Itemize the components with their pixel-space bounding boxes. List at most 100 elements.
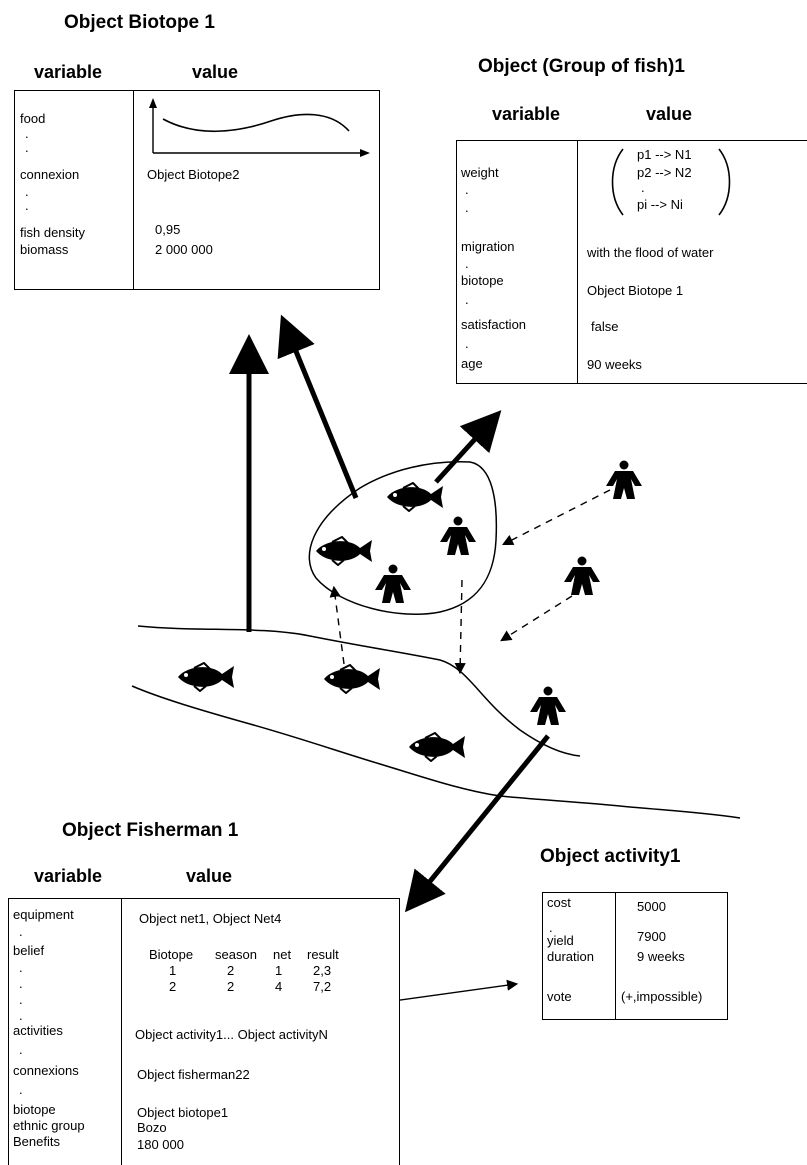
fish-icon (387, 482, 443, 512)
fish-group-title: Object (Group of fish)1 (478, 56, 685, 77)
ellipsis-dot: . (549, 920, 553, 935)
fish-icon (409, 732, 465, 762)
fish-group-value-header: value (646, 104, 693, 124)
arrow-pond-to-biotope (277, 314, 359, 499)
fisherman-value-header: value (186, 866, 233, 886)
fish-val-migration: with the flood of water (587, 245, 714, 260)
ellipsis-dot: . (25, 198, 29, 213)
biotope-val-biomass: 2 000 000 (155, 242, 213, 257)
biotope-val-connexion: Object Biotope2 (147, 167, 240, 182)
ellipsis-dot: . (19, 960, 23, 975)
arrow-fish-to-group (434, 410, 502, 484)
fisher-val-ethnic-group: Bozo (137, 1120, 167, 1135)
ellipsis-dot: . (465, 256, 469, 271)
fisherman-icon (606, 460, 642, 499)
fisherman-variable-header: variable (34, 866, 103, 886)
biotope-value-header: value (192, 62, 239, 82)
fisher-var-benefits: Benefits (13, 1134, 60, 1149)
fish-var-satisfaction: satisfaction (461, 317, 527, 332)
ellipsis-dot: . (465, 200, 469, 215)
fisher-val-benefits: 180 000 (137, 1137, 184, 1152)
belief-header-season: season (215, 947, 257, 962)
activity-val-cost: 5000 (637, 899, 666, 914)
fish-icon (324, 664, 380, 694)
belief-cell: 2,3 (313, 963, 332, 978)
belief-header-net: net (273, 947, 292, 962)
food-curve-graph (149, 98, 370, 157)
fisherman-table: equipment . belief . . . . activities . … (8, 898, 400, 1165)
ellipsis-dot: . (465, 182, 469, 197)
fish-val-age: 90 weeks (587, 357, 642, 372)
ellipsis-dot: . (25, 126, 29, 141)
dashed-arrow-2 (500, 595, 573, 642)
biotope-divider (133, 91, 134, 289)
belief-header-result: result (307, 947, 339, 962)
fisherman-divider (121, 899, 122, 1165)
ellipsis-dot: . (465, 292, 469, 307)
arrow-fisherman-to-object (404, 734, 550, 913)
ellipsis-dot: . (19, 1042, 23, 1057)
activity-table: cost . yield duration vote 5000 7900 9 w… (542, 892, 728, 1020)
belief-cell: 7,2 (313, 979, 332, 994)
fisher-var-biotope: biotope (13, 1102, 56, 1117)
fisher-var-ethnic-group: ethnic group (13, 1118, 85, 1133)
pond-outline (308, 460, 498, 615)
ellipsis-dot: . (465, 336, 469, 351)
activity-val-vote: (+,impossible) (621, 989, 703, 1004)
ellipsis-dot: . (19, 1082, 23, 1097)
belief-cell: 2 (227, 979, 235, 994)
weight-line-1: p1 --> N1 (637, 147, 692, 162)
fisher-var-activities: activities (13, 1023, 63, 1038)
weight-line-2: p2 --> N2 (637, 165, 692, 180)
weight-line-4: pi --> Ni (637, 197, 683, 212)
biotope-variable-header: variable (34, 62, 103, 82)
weight-line-3: . (641, 180, 645, 195)
river-upper-bank (137, 625, 581, 757)
ellipsis-dot: . (25, 140, 29, 155)
fisher-val-equipment: Object net1, Object Net4 (139, 911, 282, 926)
fisherman-icon (440, 516, 476, 555)
fisherman-icon (375, 564, 411, 603)
belief-cell: 2 (169, 979, 177, 994)
activity-var-duration: duration (547, 949, 594, 964)
biotope-var-connexion: connexion (20, 167, 80, 182)
fisher-val-biotope: Object biotope1 (137, 1105, 229, 1120)
ellipsis-dot: . (19, 924, 23, 939)
fish-val-biotope: Object Biotope 1 (587, 283, 684, 298)
activity-title: Object activity1 (540, 846, 681, 867)
fish-icon (316, 536, 372, 566)
biotope-var-food: food (20, 111, 46, 126)
fisher-var-equipment: equipment (13, 907, 74, 922)
dashed-arrow-3 (454, 579, 466, 675)
activity-var-vote: vote (547, 989, 572, 1004)
fish-var-age: age (461, 356, 483, 371)
fisher-val-connexions: Object fisherman22 (137, 1067, 250, 1082)
fish-val-satisfaction: false (591, 319, 619, 334)
belief-cell: 1 (169, 963, 177, 978)
fisherman-icon (564, 556, 600, 595)
fisher-var-connexions: connexions (13, 1063, 79, 1078)
weight-vector-brackets (611, 148, 731, 216)
dashed-arrow-4 (329, 585, 345, 665)
ellipsis-dot: . (19, 1008, 23, 1023)
fisherman-icon (530, 686, 566, 725)
fisher-val-activities: Object activity1... Object activityN (135, 1027, 328, 1042)
fish-group-divider (577, 141, 578, 383)
fish-icon (178, 662, 234, 692)
ellipsis-dot: . (19, 992, 23, 1007)
biotope-table: food . . connexion . . fish density biom… (14, 90, 380, 290)
activity-var-yield: yield (547, 933, 574, 948)
ellipsis-dot: . (25, 184, 29, 199)
fish-var-weight: weight (461, 165, 499, 180)
activity-val-duration: 9 weeks (637, 949, 685, 964)
activity-var-cost: cost (547, 895, 571, 910)
biotope-var-biomass: biomass (20, 242, 69, 257)
belief-cell: 4 (275, 979, 283, 994)
activity-val-yield: 7900 (637, 929, 666, 944)
belief-header-biotope: Biotope (149, 947, 194, 962)
fish-var-migration: migration (461, 239, 515, 254)
fish-group-variable-header: variable (492, 104, 561, 124)
fisher-var-belief: belief (13, 943, 45, 958)
fish-var-biotope: biotope (461, 273, 504, 288)
